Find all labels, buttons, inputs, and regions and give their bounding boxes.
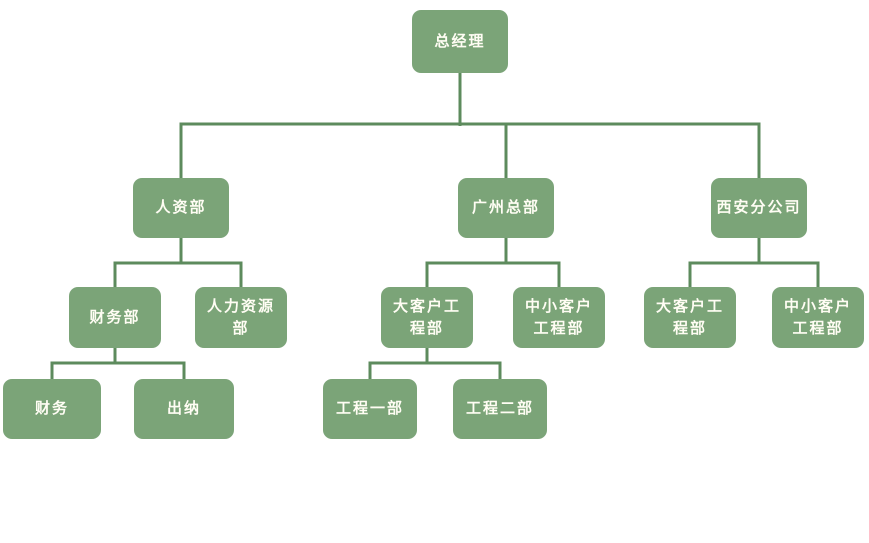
node-xian-branch: 西安分公司 bbox=[711, 178, 807, 238]
node-finance-dept: 财务部 bbox=[69, 287, 161, 348]
node-finance: 财务 bbox=[3, 379, 101, 439]
node-cashier: 出纳 bbox=[134, 379, 234, 439]
connector-gz-children-rail bbox=[425, 261, 561, 287]
node-hr-dept: 人资部 bbox=[133, 178, 229, 238]
node-xa-sme-account-engineering-dept: 中小客户工程部 bbox=[772, 287, 864, 348]
node-xa-key-account-engineering-dept: 大客户工程部 bbox=[644, 287, 736, 348]
connector-finance-dept-children-rail bbox=[50, 361, 186, 379]
node-engineering-dept-1: 工程一部 bbox=[323, 379, 417, 439]
node-general-manager: 总经理 bbox=[412, 10, 508, 73]
connector-gm-children-rail bbox=[179, 122, 761, 178]
node-gz-sme-account-engineering-dept: 中小客户工程部 bbox=[513, 287, 605, 348]
node-human-resources-dept: 人力资源部 bbox=[195, 287, 287, 348]
node-engineering-dept-2: 工程二部 bbox=[453, 379, 547, 439]
connector-gz-key-children-rail bbox=[368, 361, 502, 379]
node-gz-key-account-engineering-dept: 大客户工程部 bbox=[381, 287, 473, 348]
connector-xa-children-rail bbox=[688, 261, 820, 287]
node-guangzhou-hq: 广州总部 bbox=[458, 178, 554, 238]
connector-hr-children-rail bbox=[113, 261, 243, 287]
